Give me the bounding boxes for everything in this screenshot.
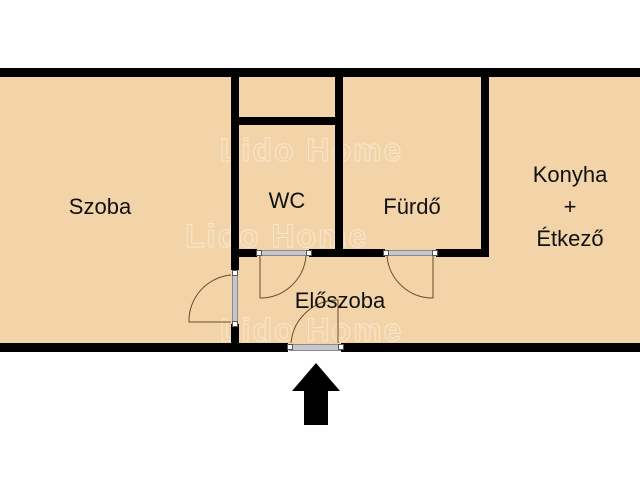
wall-szoba-right-upper — [231, 68, 239, 270]
room-label-wc: WC — [268, 188, 306, 213]
door-wc[interactable] — [258, 250, 309, 256]
wall-wc-furdo — [335, 68, 343, 256]
door-szoba[interactable] — [232, 272, 238, 324]
door-post — [306, 250, 312, 256]
room-label-plus: + — [563, 194, 577, 219]
room-label-szoba: Szoba — [68, 194, 132, 219]
wall-szoba-right-lower — [231, 324, 239, 352]
door-post — [287, 344, 293, 350]
outer-wall-bottom-left — [0, 343, 288, 352]
door-post — [383, 250, 389, 256]
room-label-etkezo: Étkező — [536, 226, 604, 251]
door-post — [432, 250, 438, 256]
door-post — [232, 321, 238, 327]
outer-wall-top — [0, 68, 640, 77]
room-label-eloszoba: Előszoba — [294, 288, 386, 313]
door-furdo[interactable] — [385, 250, 436, 256]
room-label-konyha: Konyha — [532, 162, 608, 187]
wall-wc-bottom-left — [231, 249, 257, 257]
wall-furdo-bottom-right — [436, 249, 489, 257]
door-post — [338, 344, 344, 350]
door-post — [256, 250, 262, 256]
room-label-furdo: Fürdő — [383, 194, 441, 219]
door-entrance[interactable] — [289, 344, 341, 351]
entrance-arrow-icon — [292, 363, 340, 425]
door-post — [232, 270, 238, 276]
outer-wall-bottom-right — [341, 343, 640, 352]
wall-storage-bottom — [231, 117, 343, 125]
wall-furdo-konyha — [481, 68, 489, 256]
wall-wc-bottom-right — [309, 249, 385, 257]
